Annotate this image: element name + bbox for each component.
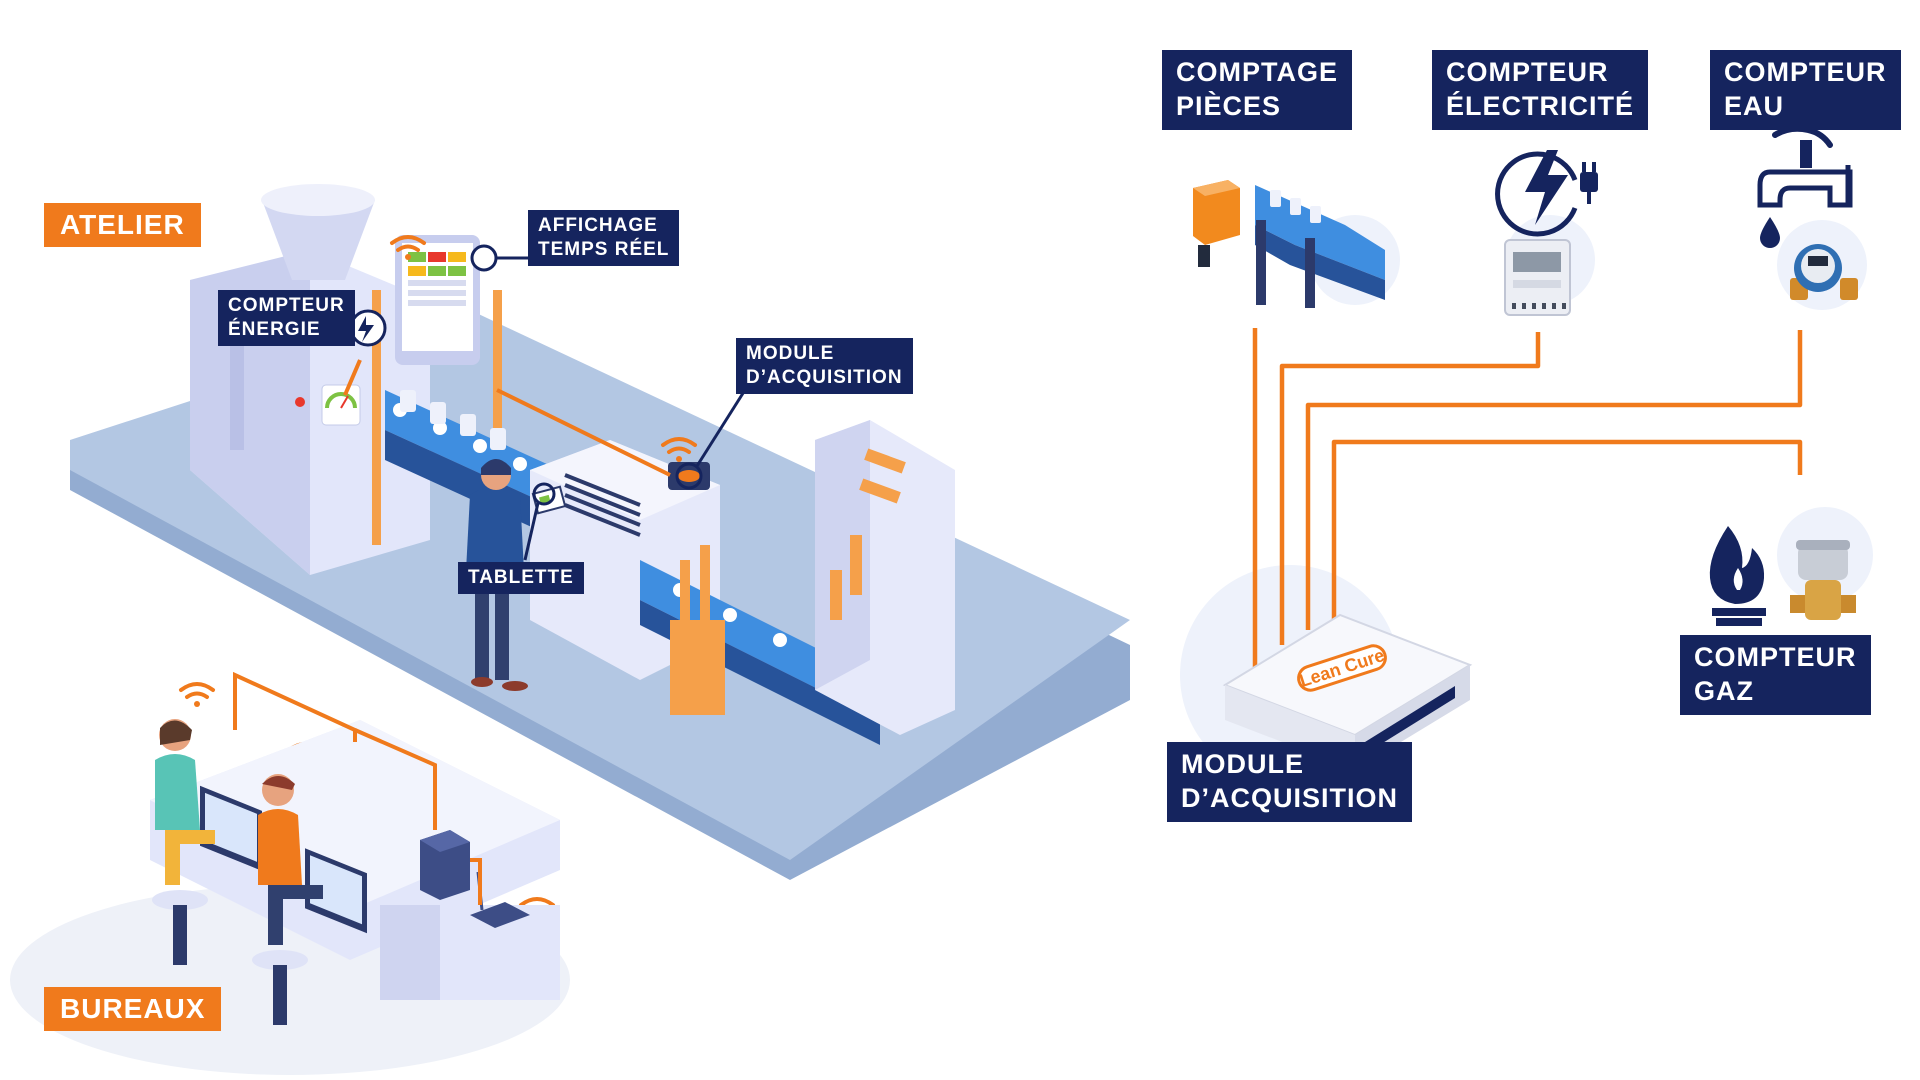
label-line: AFFICHAGE (538, 215, 658, 236)
callout-leaders (470, 244, 747, 561)
zone-label-bureaux: BUREAUX (44, 987, 222, 1031)
lightning-plug-icon (1495, 150, 1598, 237)
label-comptage-pieces: COMPTAGE PIÈCES (1162, 50, 1352, 130)
water-tap-icon (1757, 125, 1853, 208)
label-compteur-eau: COMPTEUR EAU (1710, 50, 1901, 130)
label-line: GAZ (1694, 675, 1754, 706)
label-line: ÉLECTRICITÉ (1446, 90, 1635, 121)
label-compteur-energie: COMPTEUR ÉNERGIE (218, 290, 355, 346)
gauge-icon (295, 384, 361, 426)
robot-arm (815, 420, 955, 735)
server-and-router (420, 830, 530, 928)
label-compteur-electricite: COMPTEUR ÉLECTRICITÉ (1432, 50, 1649, 130)
label-line: COMPTEUR (1446, 57, 1609, 87)
label-line: ÉNERGIE (228, 318, 321, 340)
computer-monitors (200, 785, 367, 934)
label-module-acquisition-big: MODULE D’ACQUISITION (1167, 742, 1413, 822)
label-line: EAU (1724, 90, 1785, 121)
label-line: D’ACQUISITION (1181, 782, 1399, 813)
water-meter-icon (1790, 244, 1858, 300)
energy-icon (349, 309, 387, 347)
label-tablette: TABLETTE (458, 562, 584, 594)
label-line: COMPTEUR (228, 295, 345, 316)
label-line: COMPTAGE (1176, 57, 1338, 87)
conveyor-icon (1255, 185, 1385, 308)
water-drop-icon (1760, 217, 1780, 248)
label-line: COMPTEUR (1694, 642, 1857, 672)
label-line: D’ACQUISITION (746, 366, 903, 388)
label-line: MODULE (1181, 749, 1304, 779)
atelier-connections (343, 359, 671, 477)
label-line: MODULE (746, 343, 835, 364)
meter-connections (1252, 328, 1803, 670)
label-affichage-temps-reel: AFFICHAGE TEMPS RÉEL (528, 210, 680, 266)
zone-label-atelier: ATELIER (44, 203, 201, 247)
electric-meter-icon (1504, 239, 1571, 316)
gas-meter-icon (1790, 540, 1856, 620)
office-workers (152, 719, 323, 1025)
label-compteur-gaz: COMPTEUR GAZ (1680, 635, 1871, 715)
label-line: TEMPS RÉEL (538, 238, 670, 260)
label-module-acquisition-small: MODULE D’ACQUISITION (736, 338, 913, 394)
flame-icon (1709, 526, 1766, 626)
realtime-display (395, 235, 480, 365)
office-connections (233, 671, 482, 905)
label-line: COMPTEUR (1724, 57, 1887, 87)
photo-sensor-icon (1193, 180, 1240, 267)
label-line: PIÈCES (1176, 90, 1282, 121)
